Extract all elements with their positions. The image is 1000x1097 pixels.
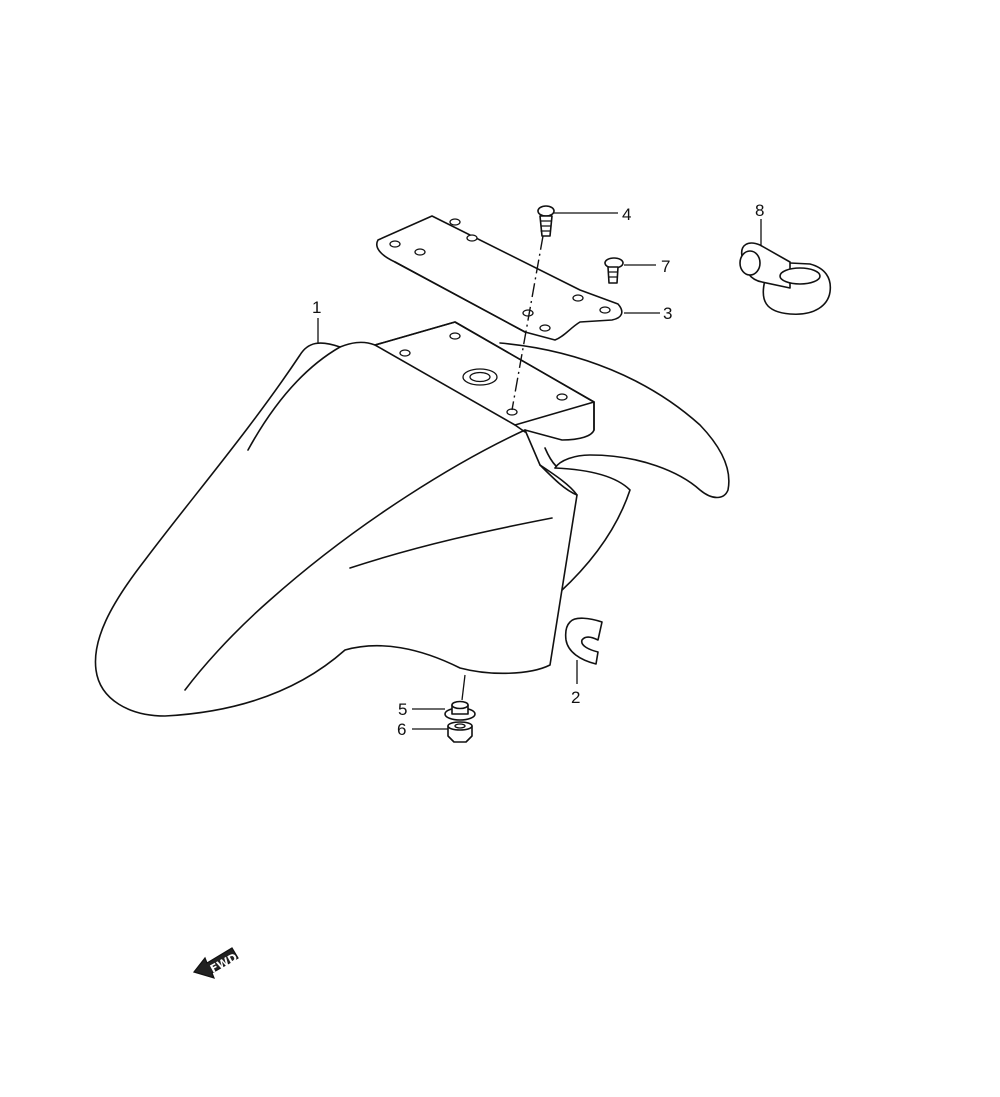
bolt-part[interactable] xyxy=(604,257,624,284)
collar-part[interactable] xyxy=(444,700,476,721)
callout-leaders xyxy=(317,212,762,730)
fender-brace-plate-part[interactable] xyxy=(376,215,623,341)
clamp-part[interactable] xyxy=(564,617,603,665)
forward-direction-arrow-icon: FWD xyxy=(192,947,240,979)
screw-part[interactable] xyxy=(537,205,555,237)
callout-8: 8 xyxy=(755,201,764,220)
front-fender-part[interactable] xyxy=(94,321,730,717)
callout-3: 3 xyxy=(663,304,672,323)
callout-6: 6 xyxy=(397,720,406,739)
callout-2: 2 xyxy=(571,688,580,707)
callout-7: 7 xyxy=(661,257,670,276)
damper-grommet-part[interactable] xyxy=(739,242,832,315)
callout-1: 1 xyxy=(312,298,321,317)
nut-part[interactable] xyxy=(447,721,473,743)
callout-5: 5 xyxy=(398,700,407,719)
assembly-axis-line xyxy=(511,235,544,411)
callout-4: 4 xyxy=(622,205,631,224)
